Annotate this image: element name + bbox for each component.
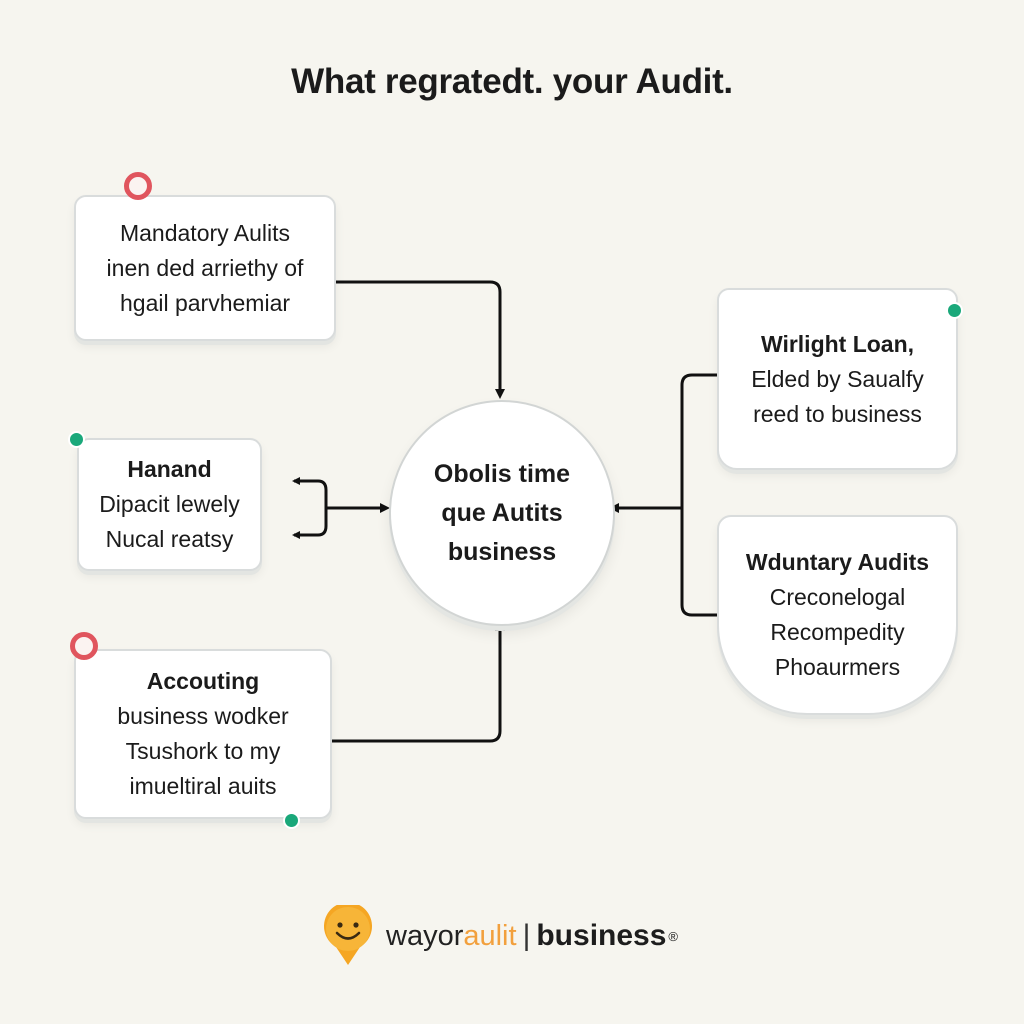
card-line: Nucal reatsy (105, 526, 234, 552)
card-line: reed to business (753, 400, 922, 427)
card-line: Elded by Saualfy (751, 365, 924, 392)
registered-mark: ® (668, 928, 679, 944)
card-loan: Wirlight Loan, Elded by Saualfy reed to … (717, 288, 958, 470)
card-line: Mandatory Aulits (119, 219, 291, 246)
card-accounting: Accouting business wodker Tsushork to my… (74, 649, 332, 819)
brand-word-prefix: wayor (386, 919, 464, 952)
card-line: Dipacit lewely (99, 491, 240, 517)
card-line: Phoaurmers (774, 654, 901, 680)
card-heading: Accouting (146, 668, 260, 694)
card-line: Creconelogal (769, 584, 906, 610)
brand-logo: wayoraulit | business ® (320, 905, 678, 967)
card-heading: Hanand (127, 456, 212, 482)
card-heading: Wduntary Audits (745, 549, 930, 575)
connector-mandatory (326, 280, 505, 399)
smiley-pin-icon (324, 905, 372, 965)
card-line: business wodker (117, 703, 289, 729)
green-dot-marker (68, 431, 85, 448)
red-ring-marker (70, 632, 98, 660)
card-line: Recompedity (770, 619, 905, 645)
center-node: Obolis time que Autits business (389, 400, 615, 626)
green-dot-marker (946, 302, 963, 319)
brand-word-accent: aulit (463, 919, 517, 952)
connector-accounting (326, 621, 505, 743)
card-line: Tsushork to my (125, 738, 281, 764)
card-mandatory-audits: Mandatory Aulits inen ded arriethy of hg… (74, 195, 336, 341)
card-line: hgail parvhemiar (119, 289, 291, 316)
brand-separator: | (522, 919, 531, 952)
card-line: inen ded arriethy of (106, 254, 304, 281)
red-ring-marker (124, 172, 152, 200)
center-line-1: Obolis time (433, 459, 571, 488)
center-line-2: que Autits (441, 498, 563, 527)
card-line: imueltiral auits (129, 773, 277, 799)
brand-word: wayoraulit (386, 920, 517, 953)
brand-business: business (536, 919, 667, 952)
card-heading: Wirlight Loan, (760, 330, 915, 357)
connector-manual-bracket (317, 479, 328, 537)
card-manual: Hanand Dipacit lewely Nucal reatsy (77, 438, 262, 571)
card-voluntary-audits: Wduntary Audits Creconelogal Recompedity… (717, 515, 958, 715)
diagram-title: What regratedt. your Audit. (291, 62, 733, 101)
center-line-3: business (447, 537, 557, 566)
green-dot-marker (283, 812, 300, 829)
